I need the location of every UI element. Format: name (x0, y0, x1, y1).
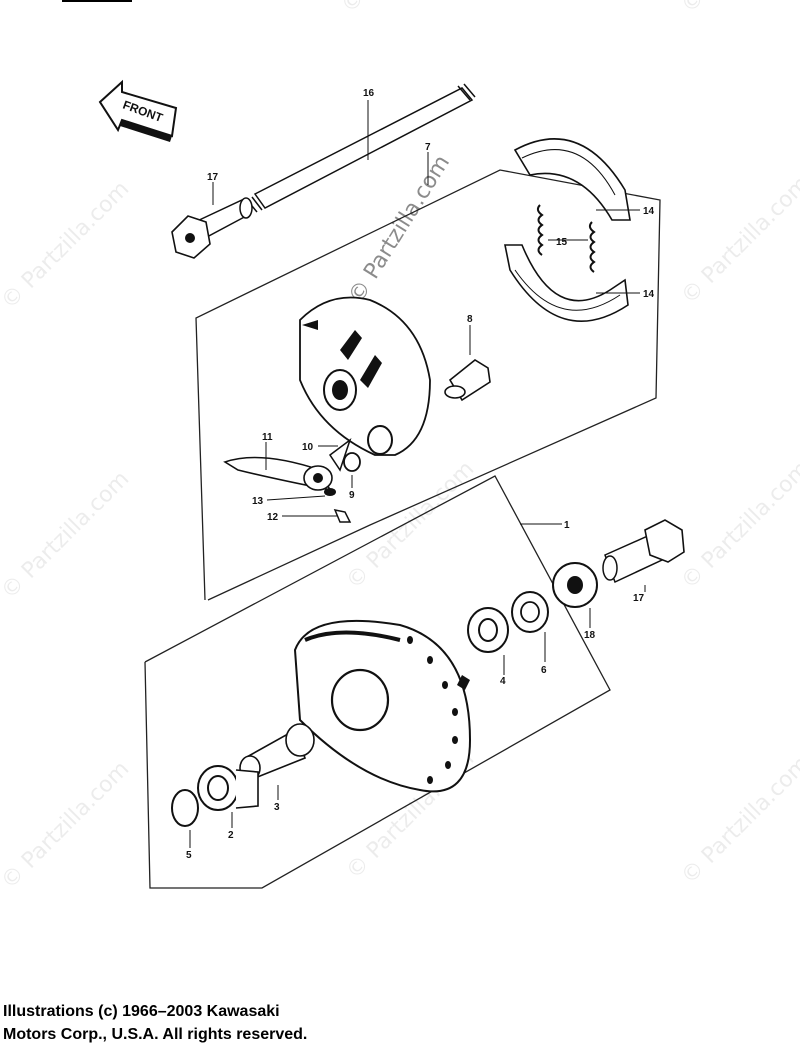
callout-7: 7 (425, 142, 431, 153)
callout-13: 13 (252, 496, 264, 507)
leader-lines (189, 100, 646, 848)
hub-bearing-right (467, 607, 509, 653)
watermark: © Partzilla.com (337, 0, 475, 18)
callout-17-right: 17 (633, 593, 645, 604)
wear-indicator (328, 437, 352, 472)
watermark: © Partzilla.com (677, 0, 800, 18)
circlip (171, 789, 199, 827)
front-axle (246, 83, 476, 213)
shoe-spring-left (536, 204, 544, 256)
watermark: © Partzilla.com (0, 177, 134, 315)
callout-8: 8 (467, 314, 473, 325)
axle-nut-right (602, 519, 685, 584)
lever-nut (324, 488, 336, 496)
callout-3: 3 (274, 802, 280, 813)
callout-9: 9 (349, 490, 355, 501)
shoe-spring-right (588, 221, 596, 273)
grease-seal (511, 591, 549, 633)
callout-14-lower: 14 (643, 289, 655, 300)
hub-bearing-left (197, 765, 259, 811)
watermark: © Partzilla.com (677, 752, 800, 890)
brake-cam (444, 359, 491, 402)
callout-5: 5 (186, 850, 192, 861)
copyright-line-1: Illustrations (c) 1966–2003 Kawasaki (3, 1003, 280, 1020)
hub-collar (552, 562, 598, 608)
callout-4: 4 (500, 676, 506, 687)
callout-15: 15 (556, 237, 568, 248)
copyright-notice: Illustrations (c) 1966–2003 Kawasaki Mot… (3, 1000, 793, 1046)
callout-10: 10 (302, 442, 314, 453)
callout-14-upper: 14 (643, 206, 655, 217)
wheel-hub (293, 619, 472, 793)
callout-1: 1 (564, 520, 570, 531)
brake-shoe-upper (513, 138, 631, 221)
lever-bolt (333, 508, 352, 523)
brake-panel-outline (195, 169, 661, 601)
brake-shoe-lower (504, 244, 629, 322)
axle-nut-top (171, 197, 253, 259)
callout-6: 6 (541, 665, 547, 676)
watermark: © Partzilla.com (0, 757, 134, 895)
callout-17-top: 17 (207, 172, 219, 183)
top-edge-line (62, 0, 132, 2)
copyright-line-2: Motors Corp., U.S.A. All rights reserved… (3, 1026, 308, 1043)
front-arrow-icon: FRONT (98, 79, 178, 142)
watermark: © Partzilla.com (677, 172, 800, 310)
washer (343, 452, 361, 472)
callout-12: 12 (267, 512, 279, 523)
watermark-prominent: © Partzilla.com (344, 151, 455, 308)
brake-panel-plate (299, 296, 431, 456)
watermark: © Partzilla.com (0, 467, 134, 605)
cam-lever (223, 456, 333, 492)
callout-2: 2 (228, 830, 234, 841)
callout-11: 11 (262, 432, 273, 443)
exploded-parts-diagram: © Partzilla.com © Partzilla.com © Partzi… (0, 0, 800, 895)
watermark: © Partzilla.com (342, 457, 480, 595)
watermark: © Partzilla.com (677, 457, 800, 595)
callout-16: 16 (363, 88, 375, 99)
callout-18: 18 (584, 630, 596, 641)
